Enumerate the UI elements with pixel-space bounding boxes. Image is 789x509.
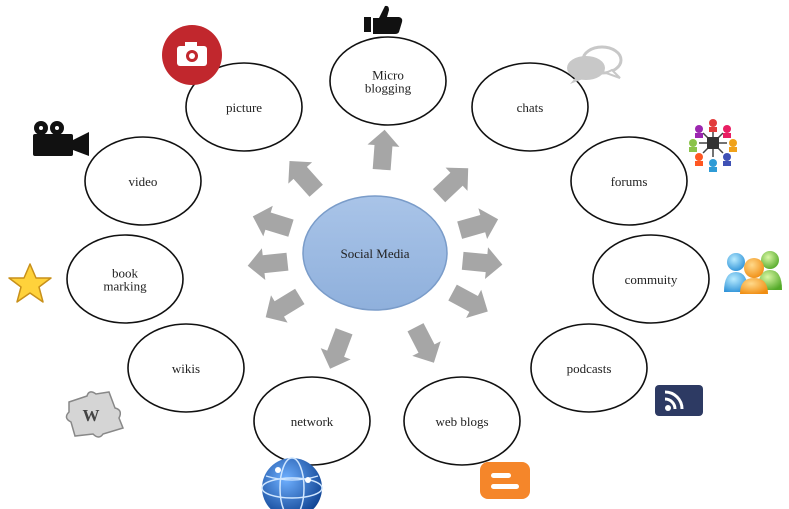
node-label: web blogs (435, 414, 488, 429)
arrows (247, 129, 503, 369)
node-circle (329, 36, 447, 126)
arrow-to-book-marking (247, 248, 289, 280)
node-chats: chats (471, 62, 589, 152)
node-video: video (84, 136, 202, 226)
node-circle (185, 62, 303, 152)
node-forums: forums (570, 136, 688, 226)
arrow-to-podcasts (448, 284, 488, 318)
node-circle (530, 323, 648, 413)
node-wikis: wikis (127, 323, 245, 413)
node-label: picture (226, 100, 262, 115)
node-label: wikis (172, 361, 200, 376)
node-community: commuity (592, 234, 710, 324)
arrow-to-wikis (265, 288, 305, 323)
node-circle (471, 62, 589, 152)
camera-icon (162, 25, 222, 85)
arrow-to-forums (457, 208, 499, 239)
node-podcasts: podcasts (530, 323, 648, 413)
globe-icon (261, 457, 323, 509)
node-label: video (129, 174, 158, 189)
node-circle (84, 136, 202, 226)
node-circle (570, 136, 688, 226)
center-ellipse (302, 195, 448, 311)
svg-text:W: W (83, 406, 100, 425)
arrow-to-community (461, 247, 503, 279)
node-circle (592, 234, 710, 324)
node-picture: picture (185, 62, 303, 152)
node-circle (127, 323, 245, 413)
node-label: commuity (625, 272, 678, 287)
node-label: marking (103, 279, 147, 294)
blogger-icon (480, 462, 530, 499)
node-web-blogs: web blogs (403, 376, 521, 466)
arrow-to-network (320, 328, 353, 369)
rss-feed-icon (655, 385, 703, 416)
node-label: forums (611, 174, 648, 189)
center-label: Social Media (341, 246, 410, 261)
node-label: blogging (365, 81, 412, 96)
arrow-to-video (252, 205, 294, 237)
arrow-to-micro-blogging (367, 129, 400, 171)
arrow-to-picture (288, 161, 323, 197)
wikipedia-puzzle-icon: W (65, 391, 125, 438)
node-label: chats (517, 100, 544, 115)
arrow-to-chats (432, 167, 469, 203)
node-network: network (253, 376, 371, 466)
user-group-icon (724, 251, 782, 294)
star-icon (8, 263, 52, 303)
thumbs-up-icon (364, 5, 403, 34)
node-label: network (291, 414, 334, 429)
people-network-icon (689, 119, 737, 172)
node-label: podcasts (567, 361, 612, 376)
arrow-to-web-blogs (407, 323, 441, 363)
node-label: book (112, 266, 139, 281)
node-circle (66, 234, 184, 324)
speech-bubble-icon (567, 45, 623, 84)
node-circle (403, 376, 521, 466)
node-label: Micro (372, 68, 404, 83)
center-node: Social Media (302, 195, 448, 311)
node-circle (253, 376, 371, 466)
video-camera-icon (33, 121, 89, 156)
